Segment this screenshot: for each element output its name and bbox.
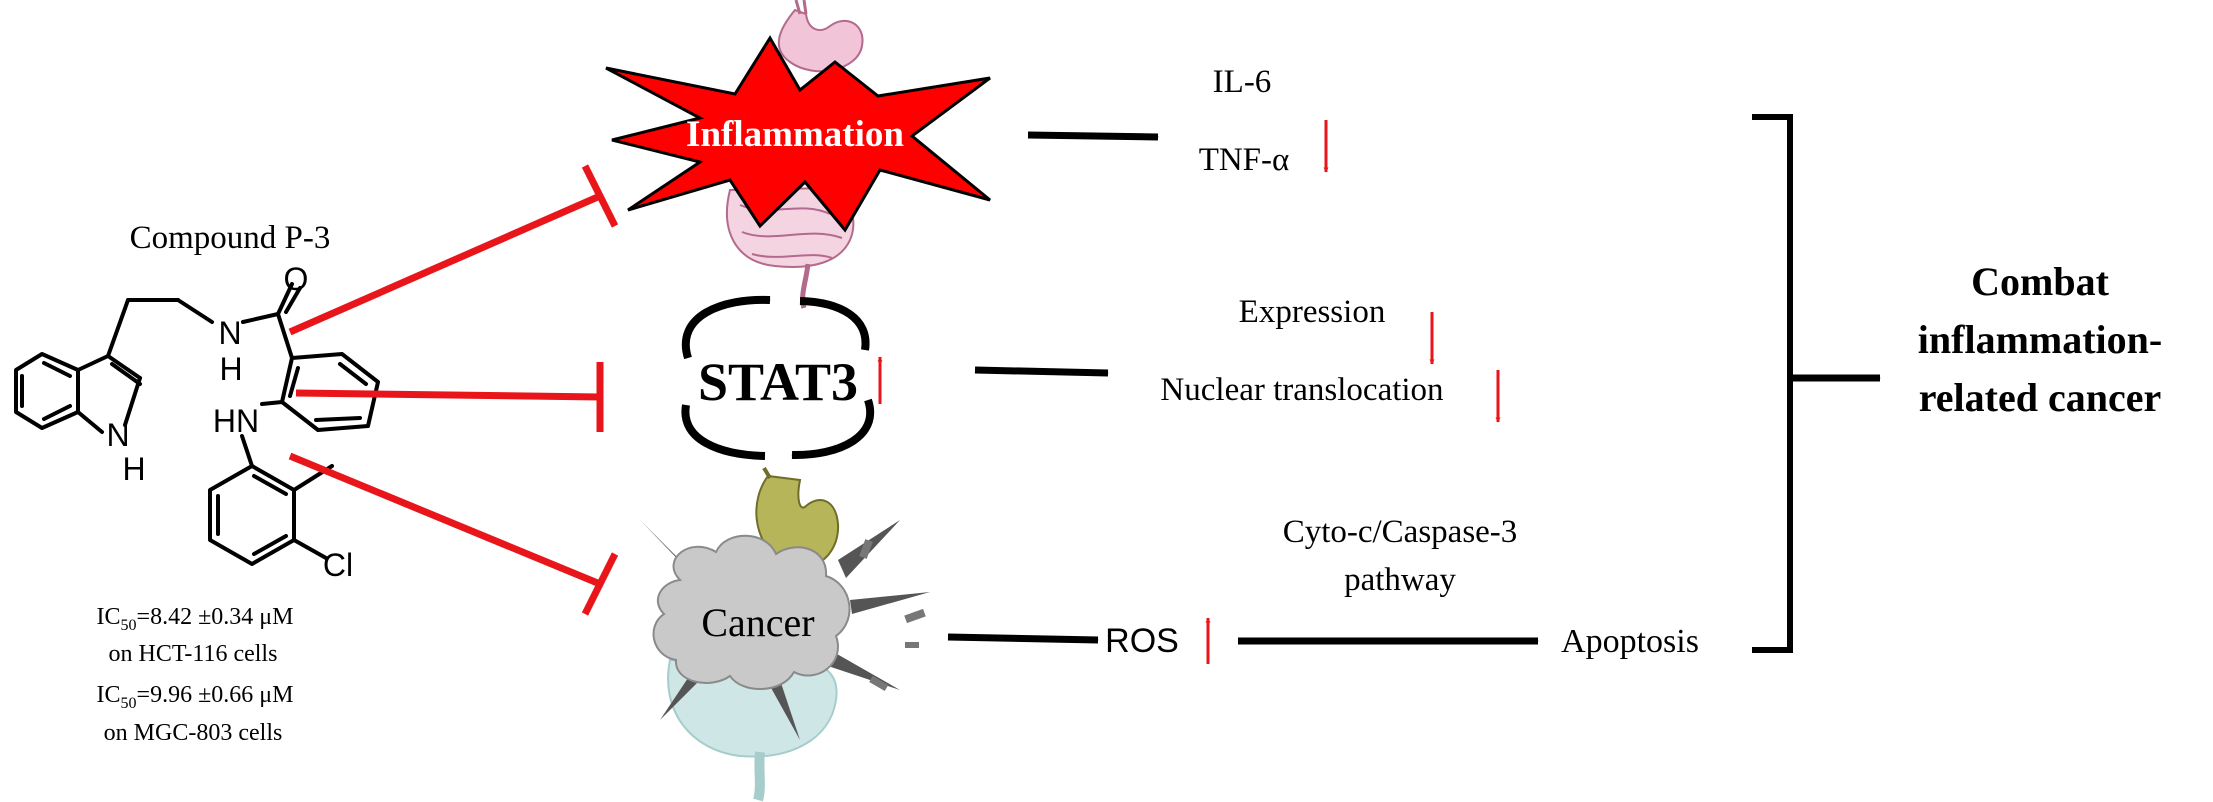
ros-label: ROS (1105, 622, 1179, 660)
inhibit-stat3-line (295, 389, 601, 401)
ic50-prefix: IC (97, 682, 121, 708)
arrow-to-cytokines (1027, 131, 1159, 141)
nuclear-translocation-label: Nuclear translocation (1160, 372, 1443, 408)
compound-name: Compound P-3 (130, 220, 331, 256)
arrow-to-stat3-effects (974, 366, 1109, 377)
inflammation-burst (605, 35, 991, 233)
compound-structure (14, 282, 380, 566)
pathway-label-line2: pathway (1344, 562, 1456, 598)
convergence-bracket (1752, 114, 1793, 653)
atom-hn: HN (213, 403, 259, 439)
inhibit-cancer-bar (581, 552, 619, 616)
stat3-cycle-upper-arrow (681, 295, 771, 360)
atom-cl: Cl (323, 547, 353, 583)
stat3-cycle-lower-left (681, 404, 766, 460)
ic50-prefix: IC (97, 604, 121, 630)
stat3-cycle (681, 295, 874, 460)
stomach-illustration (777, 0, 864, 73)
explosion-debris (859, 539, 926, 691)
arrow-to-ros (947, 633, 1099, 644)
result-line3: related cancer (1919, 375, 2161, 420)
inhibit-cancer-line (288, 452, 602, 588)
ic50-hct116-cells: on HCT-116 cells (109, 641, 278, 667)
intestine-teal-illustration (667, 658, 838, 802)
stomach-olive-illustration (755, 466, 840, 569)
inhibit-inflammation-bar (581, 164, 619, 228)
ic50-hct116-value: IC50=8.42 ±0.34 μM (97, 604, 294, 634)
atom-n2: N (106, 417, 129, 453)
ic50-subscript: 50 (121, 617, 137, 634)
pathway-label-line1: Cyto-c/Caspase-3 (1283, 514, 1518, 550)
ic50-hct116-number: =8.42 ±0.34 μM (137, 604, 294, 630)
stat3-cycle-upper-right (799, 297, 870, 351)
atom-o: O (284, 261, 309, 297)
atom-n1: N (218, 315, 241, 351)
atom-h1: H (219, 351, 242, 387)
stat3-cycle-lower-arrow (791, 398, 874, 460)
inflammation-label: Inflammation (686, 114, 904, 155)
outcome-arrows (947, 131, 1881, 645)
ic50-mgc803-cells: on MGC-803 cells (104, 720, 283, 746)
inhibition-arrows (288, 164, 619, 616)
tnf-label: TNF-α (1199, 142, 1290, 178)
explosion-spikes (640, 520, 930, 740)
apoptosis-label: Apoptosis (1561, 623, 1699, 660)
result-line1: Combat (1971, 259, 2109, 304)
expression-label: Expression (1239, 294, 1386, 330)
atom-h2: H (122, 451, 145, 487)
ic50-subscript: 50 (121, 695, 137, 712)
result-line2: inflammation- (1918, 317, 2162, 362)
stat3-label: STAT3 (698, 352, 858, 412)
inhibit-inflammation-line (288, 192, 602, 336)
ic50-mgc803-value: IC50=9.96 ±0.66 μM (97, 682, 294, 712)
il6-label: IL-6 (1213, 64, 1272, 100)
ic50-mgc803-number: =9.96 ±0.66 μM (137, 682, 294, 708)
cancer-label: Cancer (701, 600, 814, 645)
cancer-cloud (652, 534, 851, 690)
